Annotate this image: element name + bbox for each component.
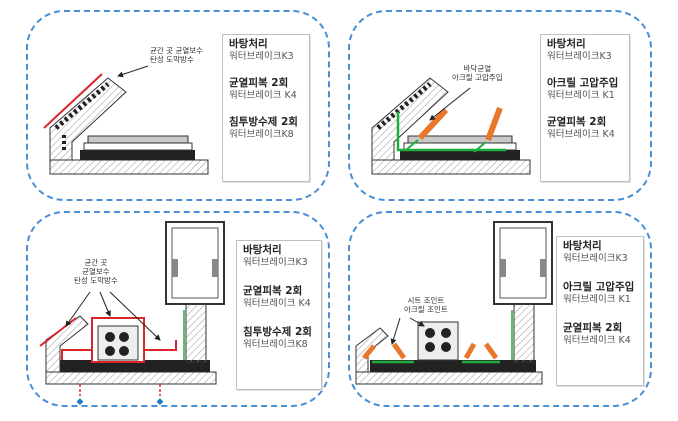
panel-top-right <box>348 10 652 201</box>
note-line: 균열보수 <box>82 267 110 276</box>
panel-bottom-left <box>26 211 330 407</box>
note-panel-2: 바닥균열 아크릴 고압주입 <box>452 64 503 82</box>
legend-sub: 워터브레이크 K1 <box>547 90 615 101</box>
legend-title: 침투방수제 2회 <box>243 326 312 338</box>
legend-title: 바탕처리 <box>547 38 586 50</box>
legend-sub: 워터브레이크 K1 <box>563 294 631 305</box>
note-line: 탄성 도막방수 <box>74 276 118 285</box>
legend-sub: 워터브레이크K3 <box>547 51 612 62</box>
drawing-panel-2 <box>371 77 531 175</box>
legend-title: 균열피복 2회 <box>229 77 289 89</box>
legend-sub: 워터브레이크K3 <box>563 253 628 264</box>
legend-sub: 워터브레이크 K4 <box>243 298 311 309</box>
legend-title: 바탕처리 <box>243 244 282 256</box>
legend-sub: 워터브레이크 K4 <box>563 335 631 346</box>
legend-sub: 워터브레이크K8 <box>243 339 308 350</box>
note-line: 균간 곳 균열보수 <box>150 46 204 55</box>
legend-sub: 워터브레이크K8 <box>229 129 294 140</box>
legend-sub: 워터브레이크 K4 <box>547 129 615 140</box>
note-line: 시트 조인트 <box>407 296 445 305</box>
note-panel-3: 균간 곳 균열보수 탄성 도막방수 <box>74 258 118 285</box>
note-line: 균간 곳 <box>84 258 108 267</box>
note-line: 아크릴 고압주입 <box>452 73 503 82</box>
note-line: 아크릴 조인트 <box>404 305 448 314</box>
note-panel-1: 균간 곳 균열보수 탄성 도막방수 <box>150 46 203 64</box>
legend-title: 아크릴 고압주입 <box>563 281 635 293</box>
legend-title: 균열피복 2회 <box>547 116 607 128</box>
drawing-panel-1 <box>43 65 209 175</box>
drawing-panel-4 <box>355 221 553 385</box>
note-line: 탄성 도막방수 <box>150 55 194 64</box>
drawing-panel-3: ◆ ◆ <box>39 221 225 407</box>
legend-title: 바탕처리 <box>563 240 602 252</box>
legend-title: 아크릴 고압주입 <box>547 77 619 89</box>
note-panel-4: 시트 조인트 아크릴 조인트 <box>404 296 448 314</box>
note-line: 바닥균열 <box>463 64 492 73</box>
legend-title: 바탕처리 <box>229 38 268 50</box>
svg-text:◆: ◆ <box>157 397 164 407</box>
panel-top-left <box>26 10 330 201</box>
legend-sub: 워터브레이크 K4 <box>229 90 297 101</box>
legend-sub: 워터브레이크K3 <box>229 51 294 62</box>
legend-sub: 워터브레이크K3 <box>243 257 308 268</box>
legend-title: 침투방수제 2회 <box>229 116 298 128</box>
panel-bottom-right <box>348 211 652 407</box>
legend-title: 균열피복 2회 <box>563 322 623 334</box>
legend-title: 균열피복 2회 <box>243 285 303 297</box>
svg-text:◆: ◆ <box>77 397 84 407</box>
